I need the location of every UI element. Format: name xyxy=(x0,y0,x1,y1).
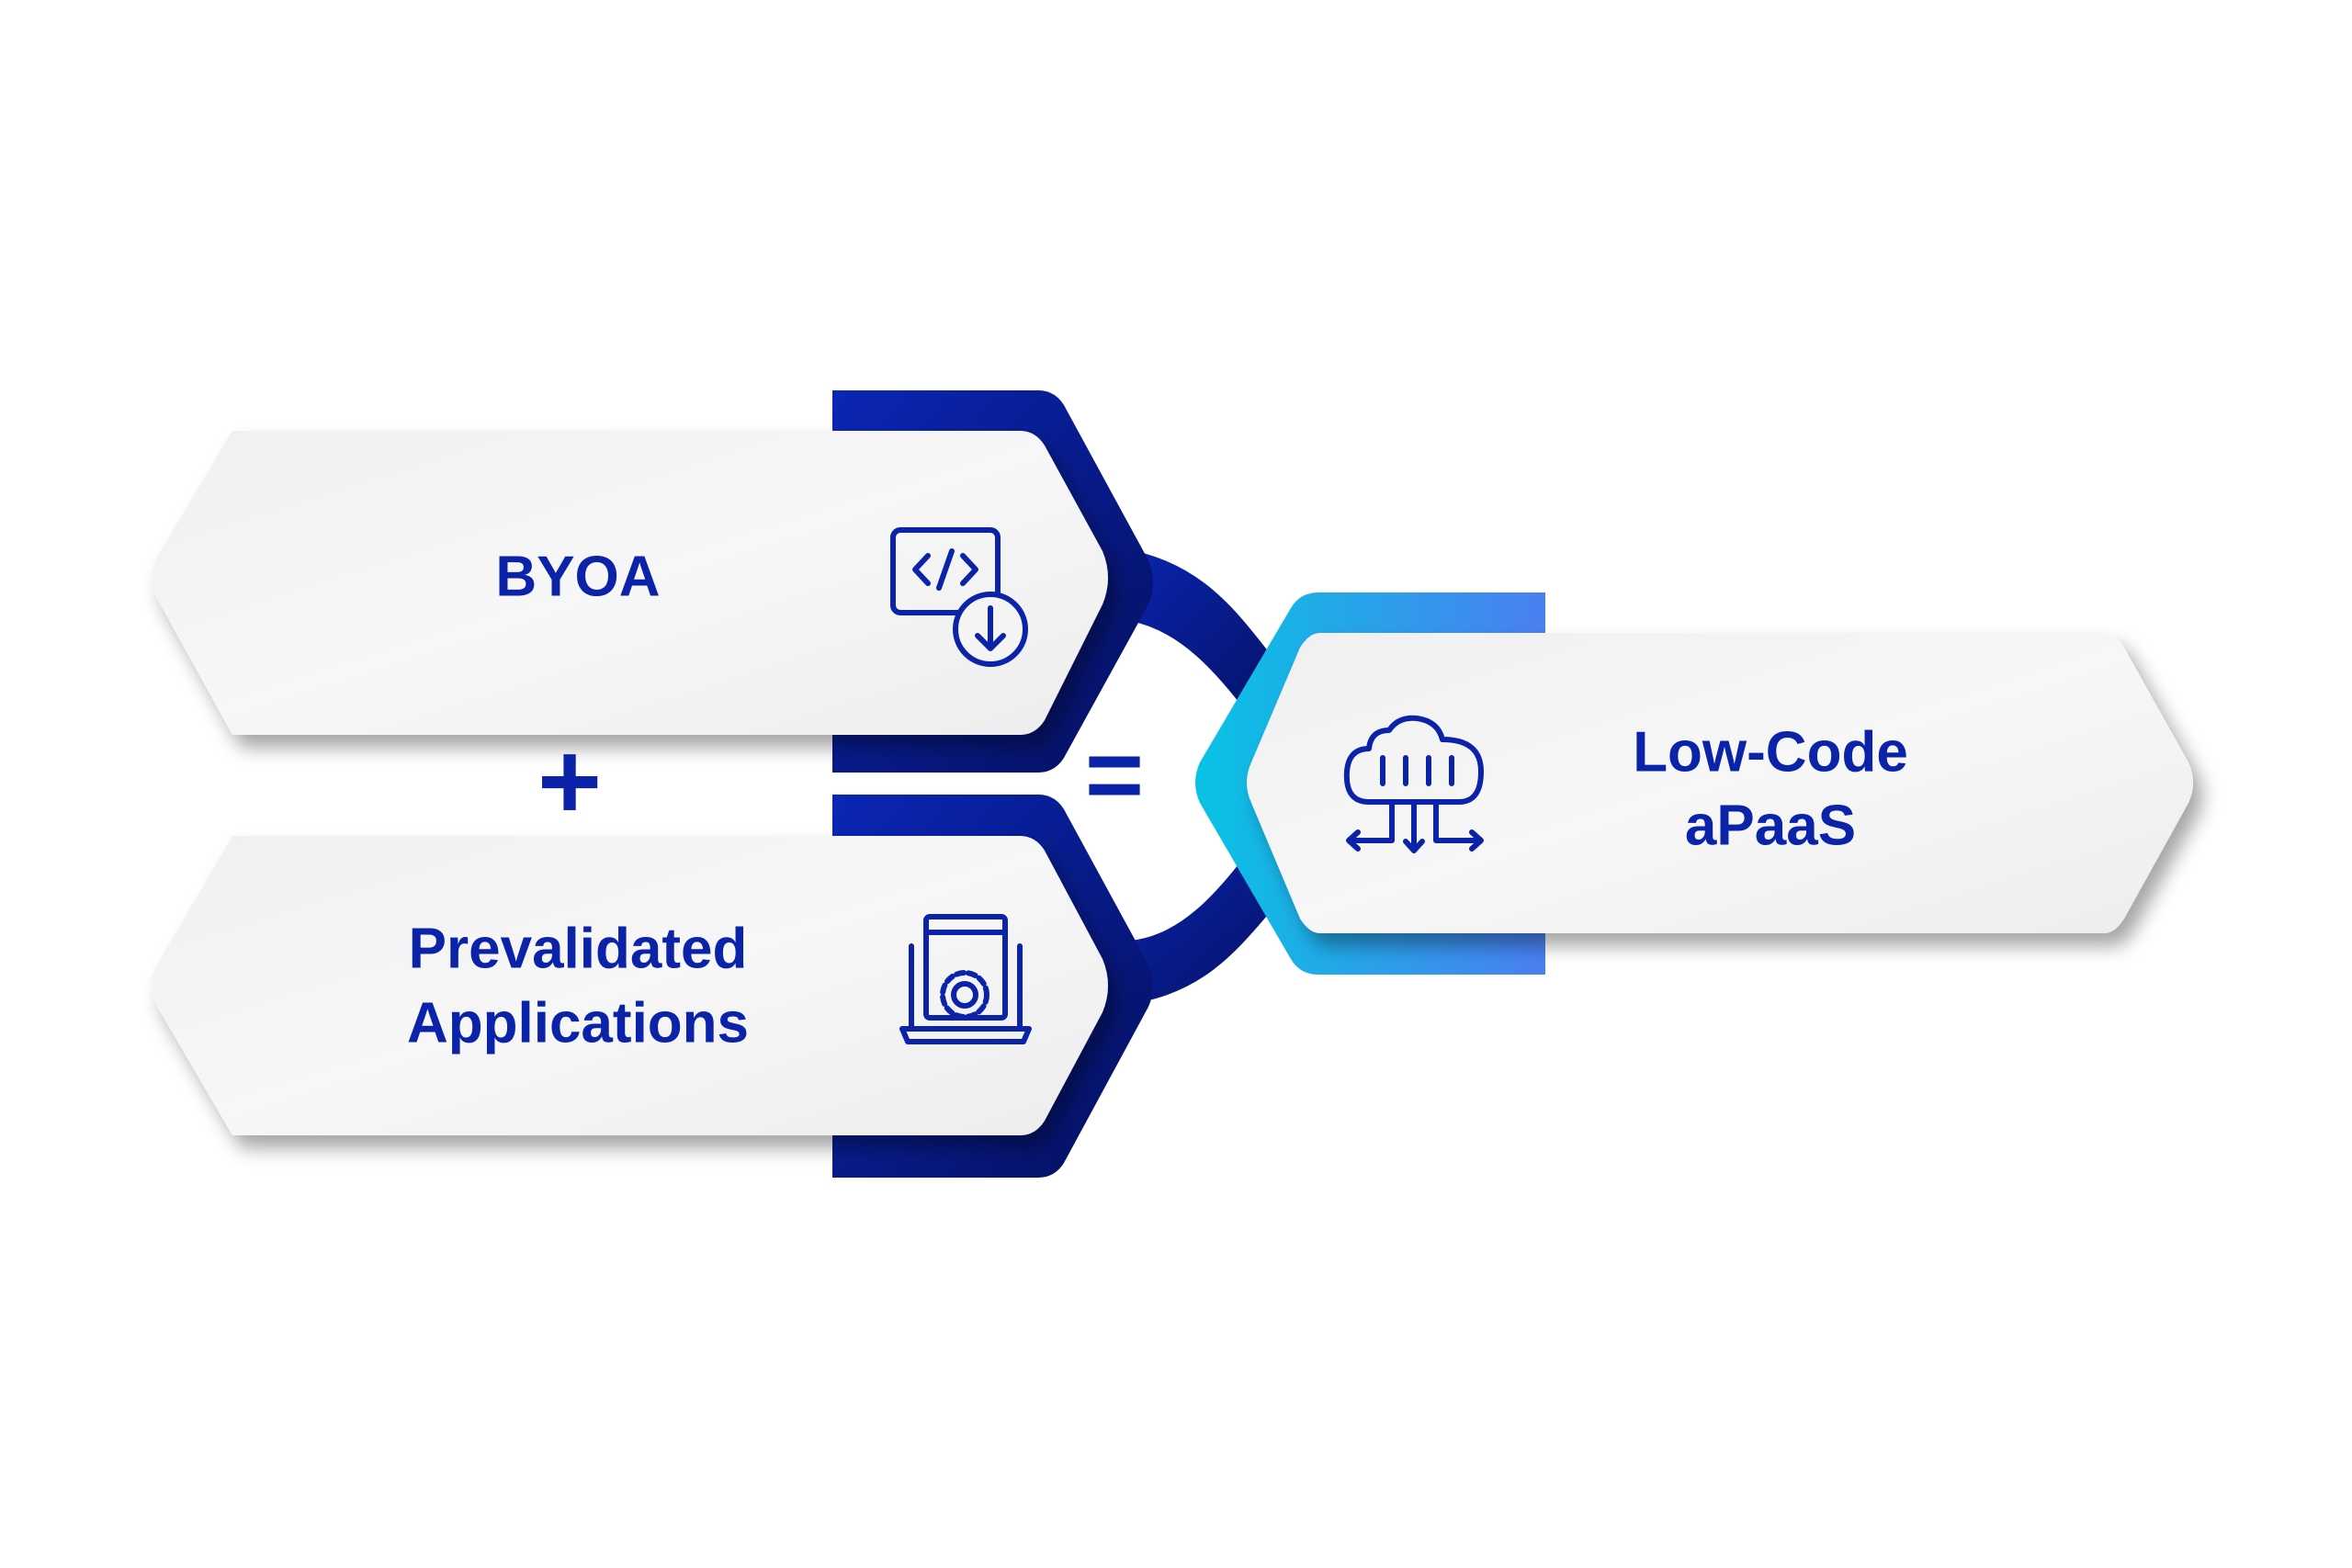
equals-operator: = xyxy=(1085,718,1144,831)
prevalidated-label-line2: Applications xyxy=(407,991,749,1055)
laptop-gear-icon xyxy=(899,914,1032,1044)
byoa-card[interactable]: BYOA xyxy=(152,431,1108,735)
prevalidated-label-line1: Prevalidated xyxy=(409,917,748,980)
plus-operator: + xyxy=(537,720,602,843)
result-label-line2: aPaaS xyxy=(1685,794,1856,857)
cloud-binary-icon xyxy=(1343,715,1484,853)
prevalidated-card[interactable]: Prevalidated Applications xyxy=(152,836,1108,1135)
code-download-icon xyxy=(890,527,1028,667)
byoa-label: BYOA xyxy=(495,545,660,608)
result-card[interactable]: Low-Code aPaaS xyxy=(1247,633,2193,933)
result-label-line1: Low-Code xyxy=(1633,720,1908,784)
